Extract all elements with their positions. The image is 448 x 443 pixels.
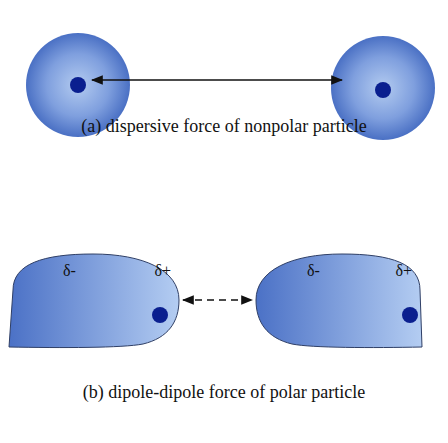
partial-charge: δ+ — [395, 262, 412, 280]
particle-body — [256, 254, 422, 348]
nucleus-dot — [402, 307, 418, 323]
partial-charge: δ- — [63, 262, 76, 280]
partial-charge: δ+ — [154, 262, 171, 280]
dipole-force-arrow — [183, 299, 252, 301]
polar-particle: δ-δ+ — [5, 250, 183, 350]
force-arrow — [92, 79, 342, 81]
particle-body — [9, 254, 179, 348]
caption-text: (b) dipole-dipole force of polar particl… — [0, 382, 448, 404]
partial-charge: δ- — [307, 262, 320, 280]
nucleus-dot — [70, 77, 86, 93]
nucleus-dot — [375, 82, 391, 98]
polar-particle: δ-δ+ — [252, 250, 424, 350]
nucleus-dot — [152, 307, 168, 323]
caption-text: (a) dispersive force of nonpolar particl… — [0, 116, 448, 138]
